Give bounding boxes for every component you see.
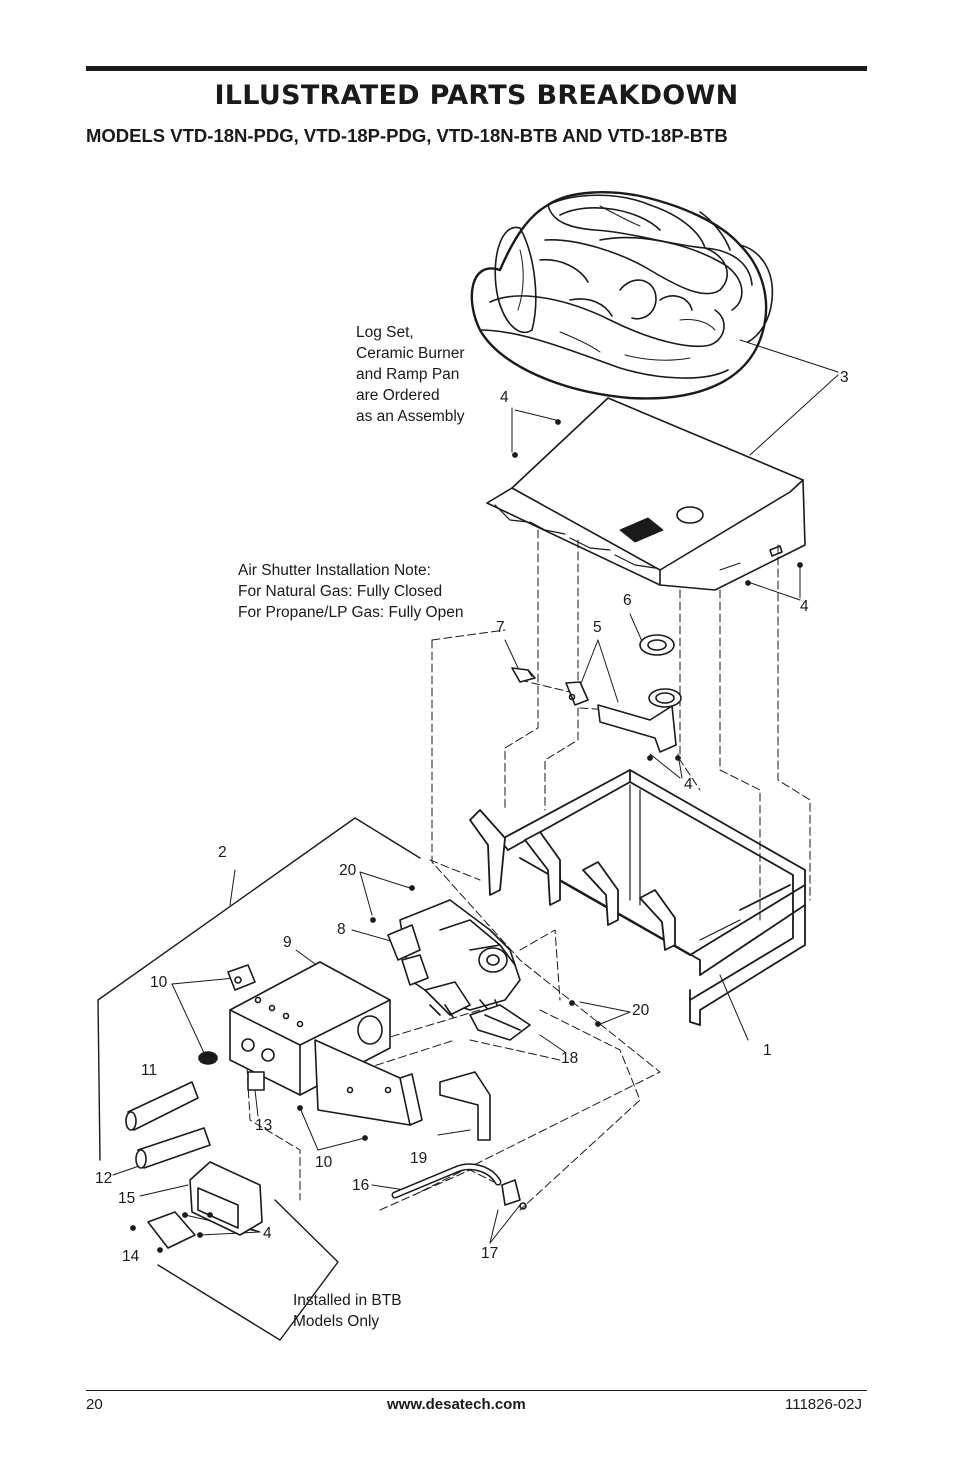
ramp-pan-drawing bbox=[486, 397, 806, 591]
callout-20-right: 20 bbox=[632, 1002, 650, 1019]
callout-14: 14 bbox=[122, 1248, 140, 1265]
callout-9: 9 bbox=[283, 934, 292, 951]
page-title: ILLUSTRATED PARTS BREAKDOWN bbox=[214, 80, 739, 111]
igniter-drawing bbox=[198, 964, 256, 1065]
callout-16: 16 bbox=[352, 1177, 370, 1194]
callout-6: 6 bbox=[623, 592, 632, 609]
callout-4-bottom: 4 bbox=[263, 1225, 272, 1242]
callout-8: 8 bbox=[337, 921, 346, 938]
air-shutter-note: Air Shutter Installation Note: For Natur… bbox=[238, 562, 464, 621]
website-link[interactable]: www.desatech.com bbox=[387, 1396, 526, 1413]
btb-note: Installed in BTB Models Only bbox=[293, 1292, 402, 1330]
callout-4-middle: 4 bbox=[684, 776, 693, 793]
bracket-19-drawing bbox=[439, 1071, 491, 1141]
callout-10-bottom: 10 bbox=[315, 1154, 333, 1171]
tubes-drawing bbox=[125, 1081, 211, 1169]
callout-10-top: 10 bbox=[150, 974, 168, 991]
document-number: 111826-02J bbox=[785, 1396, 863, 1413]
footer-rule bbox=[86, 1390, 867, 1391]
bracket-2 bbox=[97, 817, 421, 1001]
top-rule bbox=[86, 66, 867, 71]
bracket-btb bbox=[157, 1199, 339, 1341]
page-number: 20 bbox=[86, 1396, 103, 1413]
pilot-drawing bbox=[469, 1004, 531, 1041]
callout-12: 12 bbox=[95, 1170, 113, 1187]
callout-5: 5 bbox=[593, 619, 602, 636]
callout-13: 13 bbox=[255, 1117, 273, 1134]
callout-2: 2 bbox=[218, 844, 227, 861]
switch-drawing bbox=[247, 1071, 265, 1091]
log-set-drawing bbox=[470, 191, 774, 400]
callout-4-right: 4 bbox=[800, 598, 809, 615]
callout-17: 17 bbox=[481, 1245, 499, 1262]
assembly-lines bbox=[244, 529, 811, 1211]
callout-18: 18 bbox=[561, 1050, 579, 1067]
page-subtitle: MODELS VTD-18N-PDG, VTD-18P-PDG, VTD-18N… bbox=[86, 125, 728, 146]
screws-drawing bbox=[130, 419, 803, 1253]
gas-line-drawing bbox=[391, 1163, 527, 1210]
callout-19: 19 bbox=[410, 1150, 428, 1167]
callout-4-top: 4 bbox=[500, 389, 509, 406]
burner-frame-drawing bbox=[469, 769, 806, 1026]
callout-15: 15 bbox=[118, 1190, 136, 1207]
callout-11: 11 bbox=[141, 1062, 158, 1079]
gas-valve-drawing bbox=[387, 899, 521, 1018]
callout-20-top: 20 bbox=[339, 862, 357, 879]
callout-7: 7 bbox=[496, 619, 505, 636]
control-box-drawing bbox=[229, 961, 423, 1126]
burner-tube-drawing bbox=[511, 634, 682, 753]
callout-1: 1 bbox=[763, 1042, 772, 1059]
leader-lines bbox=[112, 339, 839, 1244]
callout-3: 3 bbox=[840, 369, 849, 386]
log-set-note: Log Set, Ceramic Burner and Ramp Pan are… bbox=[356, 324, 465, 425]
